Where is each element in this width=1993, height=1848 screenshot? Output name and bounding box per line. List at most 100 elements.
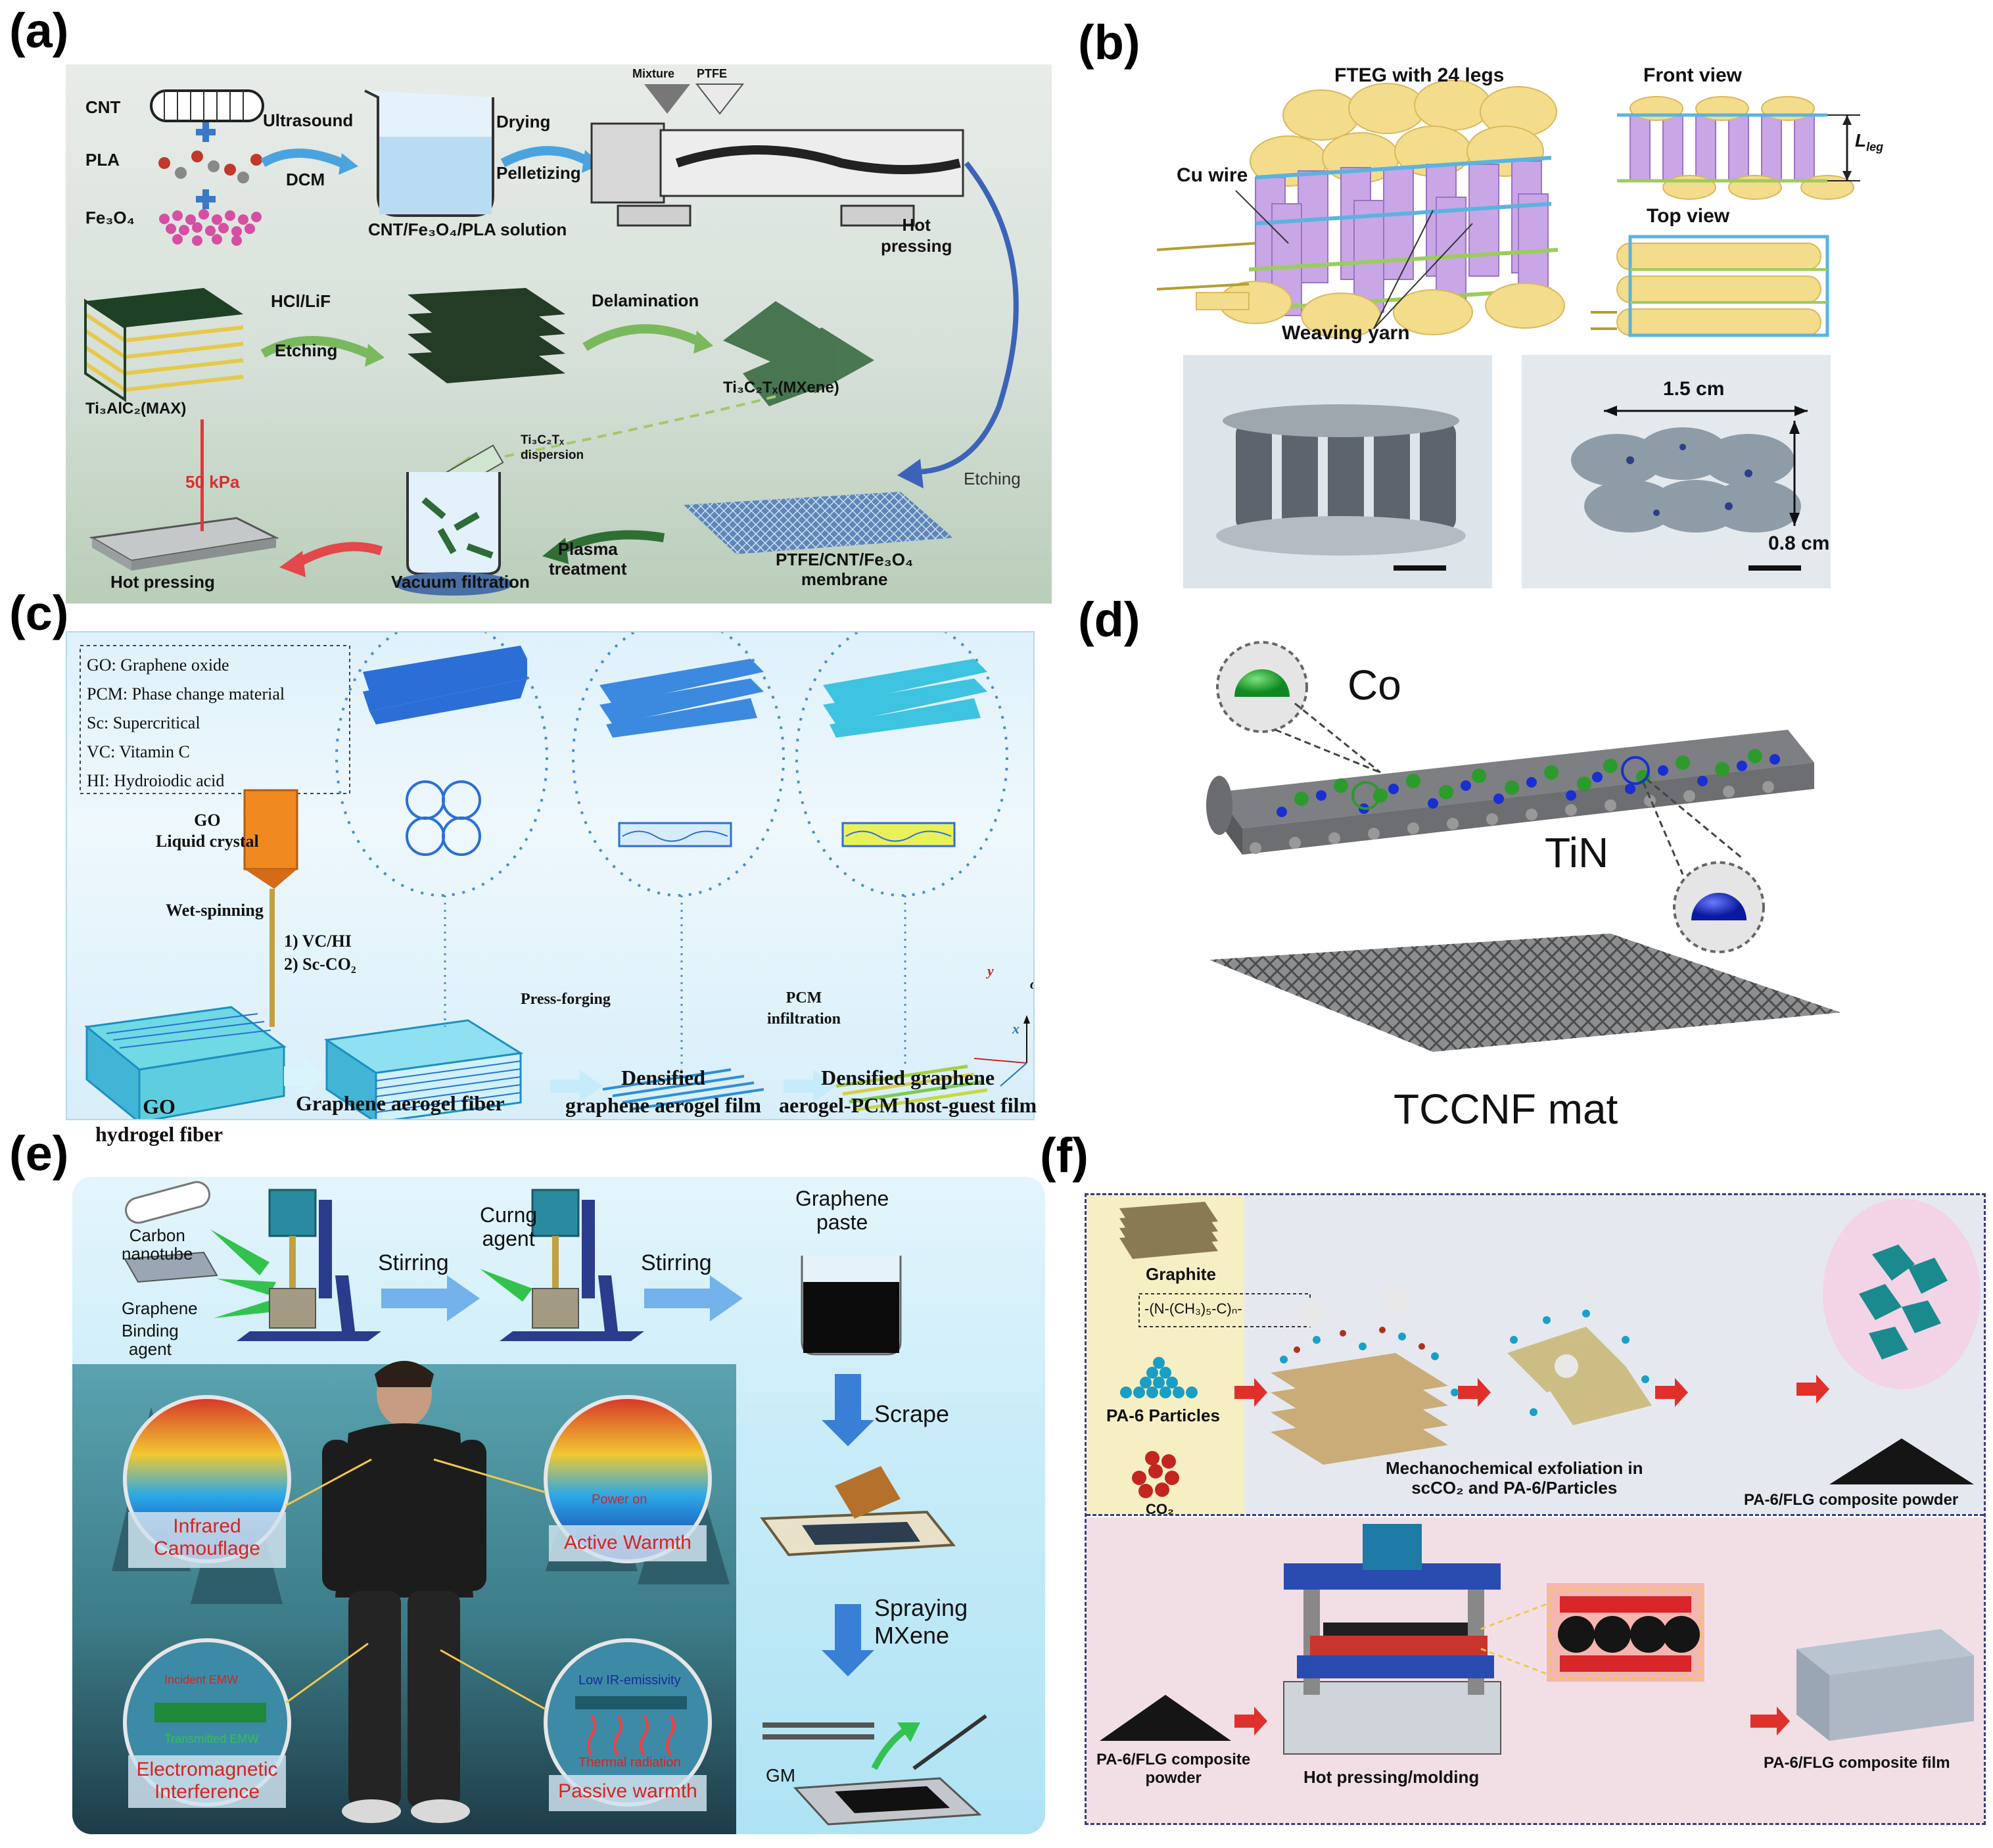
panel-b: FTEG with 24 legs Front view Top view Cu… <box>1157 53 1979 592</box>
e-curing-label: Curng agent <box>480 1203 538 1250</box>
f-film-label: PA-6/FLG composite film <box>1764 1754 1950 1772</box>
panel-e: Carbon nanotube Graphene Binding agent S… <box>72 1177 1045 1834</box>
e-emi-label: Electromagnetic Interference <box>136 1759 278 1803</box>
panel-b-graphics <box>1157 80 1860 588</box>
a-ptfe-label: PTFE <box>697 67 728 80</box>
a-dcm-label: DCM <box>286 170 325 189</box>
b-weaving-label: Weaving yarn <box>1282 322 1410 344</box>
c-go-lc-label: GO Liquid crystal <box>156 811 259 851</box>
f-hot-label: Hot pressing/molding <box>1303 1767 1480 1787</box>
a-plasma-label: Plasma treatment <box>549 539 627 579</box>
c-axis-o: o <box>1030 976 1033 993</box>
panel-d: Co TiN TCCNF mat <box>1183 631 1873 1144</box>
a-drying-label: Drying <box>496 112 551 131</box>
f-pa6-label: PA-6 Particles <box>1106 1406 1220 1425</box>
c-legend-item: HI: Hydroiodic acid <box>87 771 225 790</box>
a-cnt-label: CNT <box>85 97 121 117</box>
panel-label-a: (a) <box>9 3 69 58</box>
f-graphite-label: Graphite <box>1146 1264 1216 1284</box>
panel-d-graphics <box>1206 641 1841 1052</box>
b-front-label: Front view <box>1643 64 1743 86</box>
panel-f-graphics <box>1100 1198 1981 1755</box>
a-etching-label: Etching <box>275 341 338 360</box>
panel-label-d: (d) <box>1078 592 1140 647</box>
b-leg-label: Lleg <box>1855 130 1884 154</box>
a-delamination-label: Delamination <box>592 291 699 310</box>
e-incident-label: Incident EMW <box>164 1673 239 1686</box>
e-graphene-label: Graphene <box>122 1298 198 1318</box>
c-wet-label: Wet-spinning <box>166 901 264 920</box>
a-pressure-label: 50 kPa <box>185 472 240 492</box>
e-cnt-label: Carbon nanotube <box>122 1225 193 1264</box>
b-height-label: 0.8 cm <box>1768 533 1830 554</box>
e-paste-label: Graphene paste <box>795 1187 889 1234</box>
c-legend-item: Sc: Supercritical <box>87 713 200 732</box>
a-solution-label: CNT/Fe₃O₄/PLA solution <box>368 220 567 239</box>
c-press-label: Press-forging <box>521 991 611 1008</box>
c-aerogel-caption: Graphene aerogel fiber <box>296 1091 505 1115</box>
f-formula-label: -(N-(CH₃)₅-C)ₙ- <box>1144 1300 1242 1317</box>
a-etching2-label: Etching <box>964 469 1021 488</box>
c-legend-item: VC: Vitamin C <box>87 742 190 761</box>
f-powder1-label: PA-6/FLG composite powder <box>1744 1491 1959 1509</box>
f-powder2-label: PA-6/FLG composite powder <box>1096 1751 1251 1787</box>
c-pcm-label: PCM infiltration <box>767 989 841 1028</box>
panel-c: GO: Graphene oxide PCM: Phase change mat… <box>66 631 1035 1120</box>
c-fiber-caption: GO hydrogel fiber <box>95 1095 223 1146</box>
e-thermal-label: Thermal radiation <box>578 1755 681 1770</box>
a-mxene-label: Ti₃C₂Tₓ(MXene) <box>723 379 839 396</box>
e-scrape-label: Scrape <box>874 1400 950 1427</box>
panel-f: Graphite -(N-(CH₃)₅-C)ₙ- PA-6 Particles … <box>1085 1193 1986 1825</box>
panel-e-graphics <box>72 1181 987 1834</box>
c-legend-item: GO: Graphene oxide <box>87 655 229 675</box>
a-pelletizing-label: Pelletizing <box>496 163 581 183</box>
b-width-label: 1.5 cm <box>1663 378 1725 400</box>
a-dispersion-label: Ti₃C₂Tₓ dispersion <box>521 433 584 462</box>
panel-label-f: (f) <box>1040 1128 1089 1183</box>
e-transmit-label: Transmitted EMW <box>164 1732 259 1745</box>
panel-label-e: (e) <box>9 1126 69 1181</box>
panel-a-graphics <box>84 83 1019 596</box>
b-title-label: FTEG with 24 legs <box>1334 64 1505 86</box>
c-legend-item: PCM: Phase change material <box>87 684 285 703</box>
a-membrane-label: PTFE/CNT/Fe₃O₄ membrane <box>776 550 914 589</box>
e-stir2-label: Stirring <box>641 1250 712 1275</box>
c-step1-label: 1) VC/HI <box>284 932 352 951</box>
a-mixture-label: Mixture <box>632 67 675 80</box>
a-hcl-lif-label: HCl/LiF <box>271 291 331 311</box>
f-co2-label: CO₂ <box>1146 1501 1174 1517</box>
d-co-label: Co <box>1348 661 1401 709</box>
panel-c-graphics <box>80 632 1030 1119</box>
e-low-ir-label: Low IR-emissivity <box>578 1673 681 1688</box>
e-binder-label: Binding agent <box>122 1321 179 1359</box>
a-pla-label: PLA <box>85 150 120 170</box>
e-passive-label: Passive warmth <box>558 1780 697 1802</box>
e-power-label: Power on <box>592 1492 647 1507</box>
panel-label-c: (c) <box>9 586 69 640</box>
a-hot-pressing-label: Hot pressing <box>110 572 215 592</box>
b-cu-wire-label: Cu wire <box>1177 164 1248 186</box>
f-divider <box>1087 1514 1984 1516</box>
c-host-caption: Densified graphene aerogel-PCM host-gues… <box>779 1066 1037 1117</box>
a-fe3o4-label: Fe₃O₄ <box>85 208 135 227</box>
d-tin-label: TiN <box>1545 829 1609 876</box>
c-legend: GO: Graphene oxide PCM: Phase change mat… <box>87 651 285 795</box>
c-axis-y: y <box>987 962 994 979</box>
c-dense-caption: Densified graphene aerogel film <box>565 1066 762 1117</box>
e-spray-label: Spraying MXene <box>874 1594 968 1649</box>
panel-label-b: (b) <box>1078 15 1140 70</box>
a-ultrasound-label: Ultrasound <box>263 110 354 130</box>
panel-a: CNT PLA Fe₃O₄ Ultrasound DCM CNT/Fe₃O₄/P… <box>66 64 1052 604</box>
e-ir-label: Infrared Camouflage <box>154 1515 260 1559</box>
c-axis-x: x <box>1012 1020 1020 1037</box>
a-max-label: Ti₃AlC₂(MAX) <box>85 400 187 417</box>
d-mat-label: TCCNF mat <box>1394 1085 1618 1133</box>
c-step2-label: 2) Sc-CO₂ <box>284 955 356 974</box>
f-mech-label: Mechanochemical exfoliation in scCO₂ and… <box>1386 1458 1643 1498</box>
e-warm-label: Active Warmth <box>564 1532 692 1553</box>
e-stir1-label: Stirring <box>378 1250 449 1275</box>
a-vacuum-label: Vacuum filtration <box>391 572 530 592</box>
a-hot-pressing-top-label: Hot pressing <box>881 215 952 256</box>
b-top-label: Top view <box>1647 205 1730 227</box>
e-gm-label: GM <box>766 1765 796 1786</box>
